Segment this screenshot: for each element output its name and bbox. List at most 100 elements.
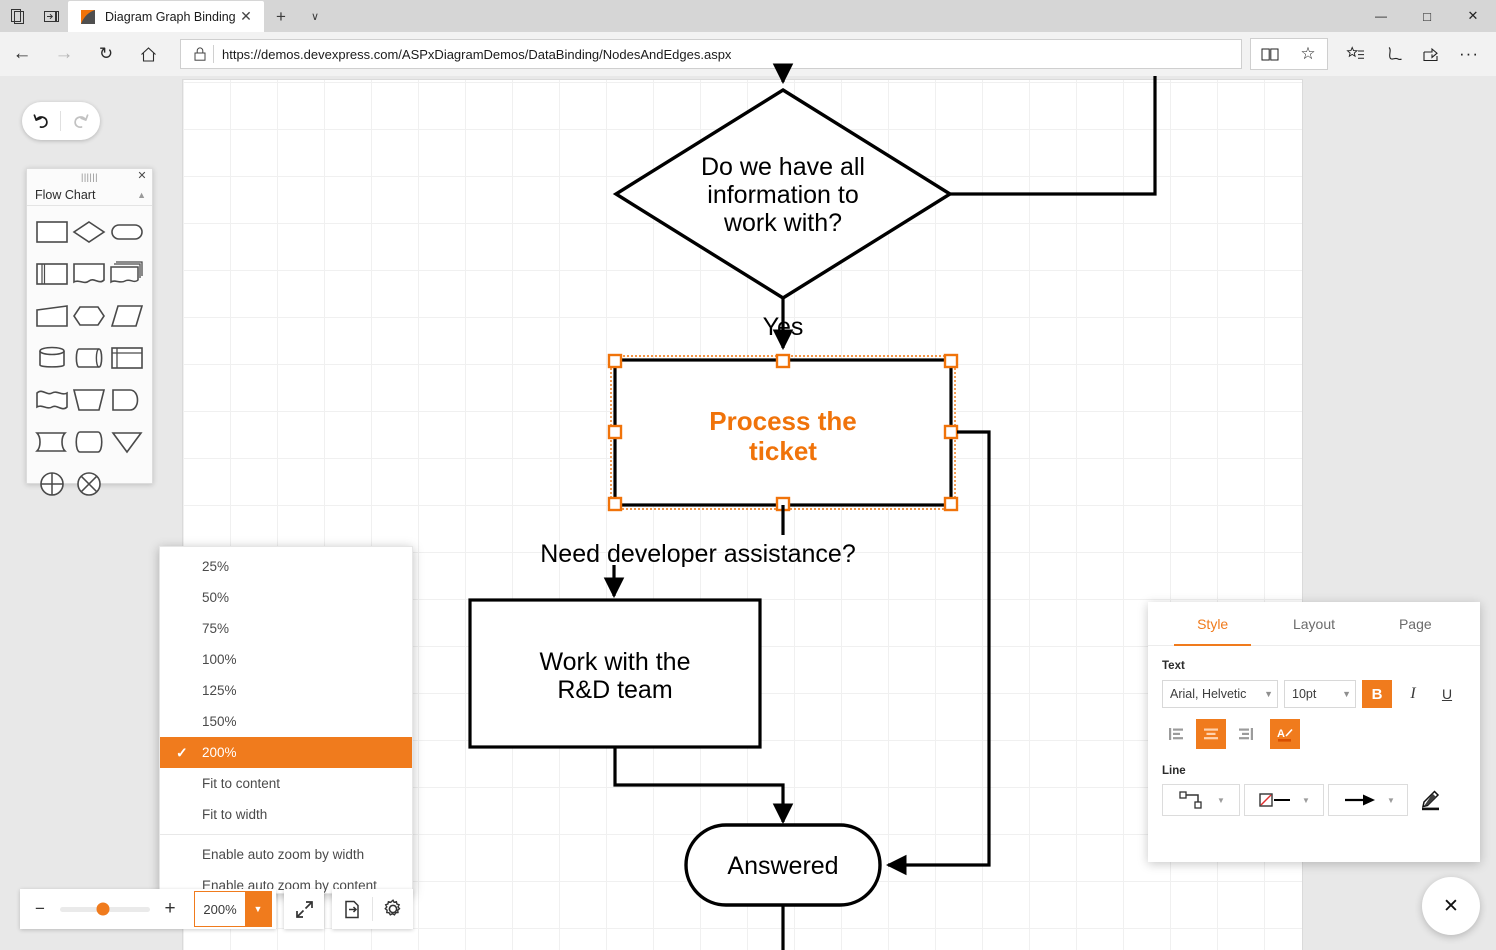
document-tools-group xyxy=(332,889,413,929)
minimize-button[interactable]: — xyxy=(1375,9,1387,23)
toolbox-drag-handle[interactable]: |||||| ✕ xyxy=(27,169,152,184)
web-notes-icon[interactable] xyxy=(1374,38,1412,70)
shape-merge[interactable] xyxy=(108,423,146,461)
forward-button[interactable]: → xyxy=(54,43,74,64)
shape-predefined-process[interactable] xyxy=(33,255,71,293)
toolbox-group-title: Flow Chart xyxy=(35,187,96,202)
chevron-down-icon: ▼ xyxy=(1217,795,1225,805)
zoom-dropdown-arrow-icon[interactable]: ▼ xyxy=(245,892,271,926)
gear-icon[interactable] xyxy=(373,889,413,929)
svg-text:A: A xyxy=(1277,728,1285,740)
zoom-menu-item-fit-to-width[interactable]: Fit to width xyxy=(160,799,412,830)
close-window-button[interactable]: ✕ xyxy=(1467,8,1479,23)
shape-manual-input[interactable] xyxy=(33,297,71,335)
tab-page[interactable]: Page xyxy=(1398,615,1432,632)
tab-close-icon[interactable]: ✕ xyxy=(240,8,252,24)
shape-display[interactable] xyxy=(71,423,109,461)
shape-summing-junction[interactable] xyxy=(71,465,109,503)
reading-tools-group: ☆ xyxy=(1250,38,1328,70)
shape-direct-data[interactable] xyxy=(71,339,109,377)
tab-preview-icon[interactable] xyxy=(0,0,34,32)
favorite-star-icon[interactable]: ☆ xyxy=(1300,44,1316,63)
reading-view-icon[interactable] xyxy=(1251,38,1289,70)
shape-process[interactable] xyxy=(33,213,71,251)
properties-panel: Style Layout Page Text Arial, Helvetic ▼… xyxy=(1148,602,1480,862)
zoom-slider[interactable] xyxy=(60,889,150,929)
toolbox-close-icon[interactable]: ✕ xyxy=(137,170,147,182)
shape-manual-operation[interactable] xyxy=(71,381,109,419)
underline-button[interactable]: U xyxy=(1441,686,1453,702)
tab-layout[interactable]: Layout xyxy=(1292,615,1336,632)
font-size-select[interactable]: 10pt ▼ xyxy=(1284,680,1356,708)
zoom-out-button[interactable]: − xyxy=(35,899,45,918)
shape-terminator[interactable] xyxy=(108,213,146,251)
shape-multiple-documents[interactable] xyxy=(108,255,146,293)
undo-icon[interactable] xyxy=(22,102,60,140)
shape-data[interactable] xyxy=(108,297,146,335)
italic-button[interactable]: I xyxy=(1410,685,1416,702)
shape-delay[interactable] xyxy=(33,423,71,461)
zoom-menu-item-150[interactable]: 150% xyxy=(160,706,412,737)
shape-or[interactable] xyxy=(33,465,71,503)
chevron-down-icon: ▼ xyxy=(1264,689,1273,699)
checkmark-icon: ✓ xyxy=(176,744,188,760)
redo-icon[interactable] xyxy=(61,102,99,140)
maximize-button[interactable]: □ xyxy=(1423,8,1431,24)
zoom-slider-handle[interactable] xyxy=(96,902,110,916)
shape-database[interactable] xyxy=(33,339,71,377)
line-style-button[interactable]: ▼ xyxy=(1244,784,1324,816)
browser-tab[interactable]: Diagram Graph Binding ✕ xyxy=(68,1,264,32)
zoom-menu-item-200[interactable]: ✓ 200% xyxy=(160,737,412,768)
zoom-dropdown-menu[interactable]: 25% 50% 75% 100% 125% 150% ✓ 200% Fit to… xyxy=(159,546,413,894)
set-aside-tabs-icon[interactable] xyxy=(34,0,68,32)
fullscreen-icon[interactable] xyxy=(284,889,324,929)
tab-style[interactable]: Style xyxy=(1162,602,1263,646)
shape-stored-data[interactable] xyxy=(108,381,146,419)
line-color-icon[interactable] xyxy=(1416,784,1444,816)
back-button[interactable]: ← xyxy=(12,43,32,64)
collapse-chevron-up-icon[interactable]: ▲ xyxy=(137,189,146,200)
shape-decision[interactable] xyxy=(71,213,109,251)
zoom-level-combobox[interactable]: 200% ▼ xyxy=(194,891,272,927)
close-diagram-fab-button[interactable]: ✕ xyxy=(1422,877,1480,935)
zoom-menu-item-auto-zoom-width[interactable]: Enable auto zoom by width xyxy=(160,839,412,870)
shape-paper-tape[interactable] xyxy=(33,381,71,419)
properties-tabs: Style Layout Page xyxy=(1148,602,1480,646)
address-bar-divider xyxy=(213,45,214,63)
fullscreen-group xyxy=(284,889,324,929)
line-row: ▼ ▼ ▼ xyxy=(1162,784,1466,816)
shape-empty-slot xyxy=(108,465,146,503)
more-settings-icon[interactable]: ··· xyxy=(1459,44,1479,63)
zoom-menu-item-25[interactable]: 25% xyxy=(160,551,412,582)
shape-preparation[interactable] xyxy=(71,297,109,335)
refresh-button[interactable]: ↻ xyxy=(98,44,114,63)
zoom-controls-group: − + 200% ▼ xyxy=(20,889,276,929)
zoom-menu-item-50[interactable]: 50% xyxy=(160,582,412,613)
favorites-hub-icon[interactable] xyxy=(1336,38,1374,70)
align-left-icon[interactable] xyxy=(1162,719,1192,749)
chevron-down-icon: ▼ xyxy=(1387,795,1395,805)
tab-list-chevron-down-icon[interactable]: ∨ xyxy=(310,11,320,23)
zoom-menu-item-100[interactable]: 100% xyxy=(160,644,412,675)
navigation-bar: ← → ↻ https://demos.devexpress.com/ASPxD… xyxy=(0,32,1496,76)
shape-internal-storage[interactable] xyxy=(108,339,146,377)
bold-button[interactable]: B xyxy=(1362,680,1392,708)
share-icon[interactable] xyxy=(1412,38,1450,70)
chevron-down-icon: ▼ xyxy=(1302,795,1310,805)
home-button[interactable] xyxy=(128,34,168,74)
zoom-menu-item-125[interactable]: 125% xyxy=(160,675,412,706)
align-center-icon[interactable] xyxy=(1196,719,1226,749)
connector-style-button[interactable]: ▼ xyxy=(1162,784,1240,816)
shape-document[interactable] xyxy=(71,255,109,293)
align-right-icon[interactable] xyxy=(1230,719,1260,749)
address-bar[interactable]: https://demos.devexpress.com/ASPxDiagram… xyxy=(180,39,1242,69)
arrow-style-button[interactable]: ▼ xyxy=(1328,784,1408,816)
zoom-menu-item-fit-to-content[interactable]: Fit to content xyxy=(160,768,412,799)
zoom-menu-item-75[interactable]: 75% xyxy=(160,613,412,644)
font-family-select[interactable]: Arial, Helvetic ▼ xyxy=(1162,680,1278,708)
export-icon[interactable] xyxy=(332,889,372,929)
zoom-in-button[interactable]: + xyxy=(164,898,176,919)
new-tab-button[interactable]: + xyxy=(276,6,286,26)
toolbox-group-header[interactable]: Flow Chart ▲ xyxy=(27,184,152,206)
font-color-icon[interactable]: A xyxy=(1270,719,1300,749)
